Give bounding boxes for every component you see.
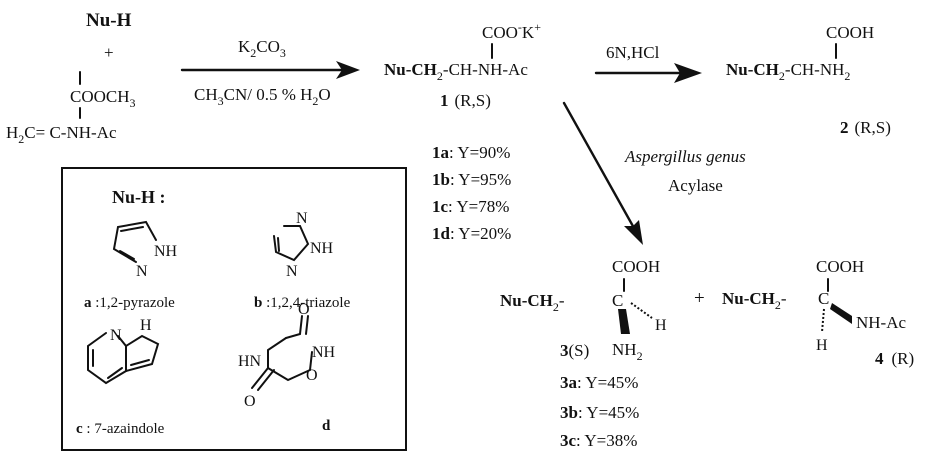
o-atom: O xyxy=(244,393,256,410)
ring-bond xyxy=(285,333,301,339)
stereocenter: C xyxy=(818,289,829,308)
hydrogen: H xyxy=(816,337,828,354)
carbonyl-bond xyxy=(251,367,269,389)
ring-bonds xyxy=(273,225,310,262)
solvent-label: CH3CN/ 0.5 % H2O xyxy=(194,85,331,108)
hydrogen: H xyxy=(655,317,667,334)
nh-atom: NH xyxy=(310,240,334,257)
double-bond xyxy=(120,226,144,232)
wedge-bond xyxy=(830,303,852,324)
o-atom: O xyxy=(306,367,318,384)
double-bond xyxy=(130,359,150,366)
plus-sign: + xyxy=(694,288,705,309)
yield-row: 1c: Y=78% xyxy=(432,197,509,216)
pyrazole-caption: a :1,2-pyrazole xyxy=(84,295,175,311)
reaction-arrow xyxy=(562,101,636,230)
double-bond xyxy=(119,250,135,260)
yield-row: 3a: Y=45% xyxy=(560,373,638,392)
nucleophile-box: Nu-H : NH N a :1,2-pyrazole N NH N b :1,… xyxy=(61,167,407,451)
step1-arrow-group: K2CO3 CH3CN/ 0.5 % H2O xyxy=(180,37,360,108)
o-atom: O xyxy=(298,301,310,318)
double-bond xyxy=(277,237,280,252)
acid-group: COOH xyxy=(816,257,864,276)
hashed-bond xyxy=(821,308,825,333)
structure-oxadiazolidinedione: O HN NH O O d xyxy=(238,301,336,434)
n-atom: N xyxy=(296,210,308,227)
azaindole-caption: c : 7-azaindole xyxy=(76,421,165,437)
product-2: COOH Nu-CH2-CH-NH2 2(R,S) xyxy=(726,23,891,137)
acid-reagent: 6N,HCl xyxy=(606,43,660,62)
yield-row: 1a: Y=90% xyxy=(432,143,510,162)
arrowhead xyxy=(674,63,702,83)
arrowhead xyxy=(624,220,643,245)
structure-triazole: N NH N b :1,2,4-triazole xyxy=(254,210,351,311)
carbonyl-bond xyxy=(305,315,309,335)
box-title: Nu-H : xyxy=(112,187,166,207)
nh-atom: NH xyxy=(312,344,336,361)
hn-atom: HN xyxy=(238,353,262,370)
compound-4-id: 4(R) xyxy=(875,349,914,368)
compound-3-id: 3(S) xyxy=(560,341,589,360)
product-4: COOH Nu-CH2- C NH-Ac H 4(R) xyxy=(722,257,914,368)
ring-bonds xyxy=(112,220,157,263)
stereocenter: C xyxy=(612,291,623,310)
carboxylate: COO-K+ xyxy=(482,20,541,42)
product-3-formula: Nu-CH2- xyxy=(500,291,565,314)
plus-sign: + xyxy=(104,43,114,62)
ester-group: COOCH3 xyxy=(70,87,136,110)
pyrrole-bonds xyxy=(125,334,160,372)
n-atom: N xyxy=(286,263,298,280)
oxadiazolidinedione-caption: d xyxy=(322,418,331,434)
product-2-formula: Nu-CH2-CH-NH2 xyxy=(726,60,850,83)
yield-row: 3b: Y=45% xyxy=(560,403,639,422)
enzyme-name: Acylase xyxy=(668,176,723,195)
product-3: COOH Nu-CH2- C H NH2 3(S) 3a: Y=45% 3b: … xyxy=(500,257,667,450)
acid-group: COOH xyxy=(826,23,874,42)
product-1-formula: Nu-CH2-CH-NH-Ac xyxy=(384,60,528,83)
yield-row: 1d: Y=20% xyxy=(432,224,511,243)
yield-row: 1b: Y=95% xyxy=(432,170,511,189)
ring-bonds xyxy=(267,337,313,382)
step3-arrow-group: Aspergillus genus Acylase xyxy=(562,101,746,245)
amine-group: NH2 xyxy=(612,340,643,363)
carbonyl-bond xyxy=(299,315,303,335)
triazole-caption: b :1,2,4-triazole xyxy=(254,295,351,311)
dehydroalanine: H2C= C-NH-Ac xyxy=(6,123,117,146)
wedge-bond xyxy=(618,309,630,334)
carbonyl-bond xyxy=(257,369,275,391)
starting-materials: Nu-H + COOCH3 H2C= C-NH-Ac xyxy=(6,10,136,146)
compound-1-id: 1(R,S) xyxy=(440,91,491,110)
nh-atom: NH xyxy=(154,243,178,260)
nucleophile-label: Nu-H xyxy=(86,10,132,31)
yield-row: 3c: Y=38% xyxy=(560,431,637,450)
n-atom: N xyxy=(136,263,148,280)
product-4-formula: Nu-CH2- xyxy=(722,289,787,312)
acid-group: COOH xyxy=(612,257,660,276)
box-frame xyxy=(61,167,407,451)
double-bond xyxy=(107,367,123,379)
step2-arrow-group: 6N,HCl xyxy=(594,43,702,83)
compound-2-id: 2(R,S) xyxy=(840,118,891,137)
yield-list-3: 3a: Y=45% 3b: Y=45% 3c: Y=38% xyxy=(560,373,639,450)
amide-group: NH-Ac xyxy=(856,313,906,332)
arrowhead xyxy=(336,61,360,79)
base-reagent: K2CO3 xyxy=(238,37,286,60)
hashed-bond xyxy=(630,302,653,319)
n-atom: N xyxy=(110,327,122,344)
enzyme-source: Aspergillus genus xyxy=(624,147,746,166)
h-atom: H xyxy=(140,317,152,334)
product-1: COO-K+ Nu-CH2-CH-NH-Ac 1(R,S) 1a: Y=90% … xyxy=(384,20,541,243)
structure-pyrazole: NH N a :1,2-pyrazole xyxy=(84,220,178,311)
yield-list-1: 1a: Y=90% 1b: Y=95% 1c: Y=78% 1d: Y=20% xyxy=(432,143,511,243)
structure-azaindole: N H c : 7-azaindole xyxy=(76,317,165,437)
